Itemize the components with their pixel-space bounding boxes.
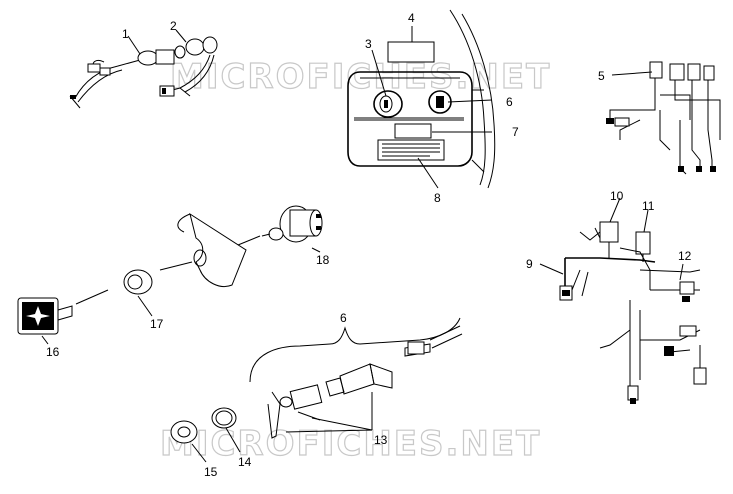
callout-16: 16 <box>46 345 60 359</box>
main-wiring-harness <box>606 61 721 175</box>
ignition-key-and-nut <box>17 261 193 345</box>
key-switch-and-shield <box>177 205 323 287</box>
callout-11: 11 <box>642 199 655 213</box>
callout-2: 2 <box>170 19 177 33</box>
callout-8: 8 <box>434 191 441 205</box>
callout-13: 13 <box>374 433 388 447</box>
callout-14: 14 <box>238 455 252 469</box>
ignition-switch-harness <box>69 29 218 109</box>
callout-6-top: 6 <box>506 95 513 109</box>
watermark-top: MICROFICHES.NET <box>170 57 551 97</box>
callout-7: 7 <box>512 125 519 139</box>
callout-17: 17 <box>150 317 164 331</box>
callout-5: 5 <box>598 69 605 83</box>
callout-15: 15 <box>204 465 218 479</box>
sub-wiring-harness <box>539 197 707 404</box>
callout-1: 1 <box>122 27 129 41</box>
callouts: 1 2 3 4 5 6 7 8 9 10 11 12 6 13 14 15 16… <box>46 11 692 479</box>
throttle-switch-assembly <box>249 317 463 439</box>
callout-9: 9 <box>526 257 533 271</box>
callout-4: 4 <box>408 11 415 25</box>
callout-12: 12 <box>678 249 692 263</box>
washers <box>170 407 241 463</box>
callout-3: 3 <box>365 37 372 51</box>
dash-panel-assembly <box>347 9 496 189</box>
callout-18: 18 <box>316 253 330 267</box>
callout-6-bottom: 6 <box>340 311 347 325</box>
callout-10: 10 <box>610 189 624 203</box>
